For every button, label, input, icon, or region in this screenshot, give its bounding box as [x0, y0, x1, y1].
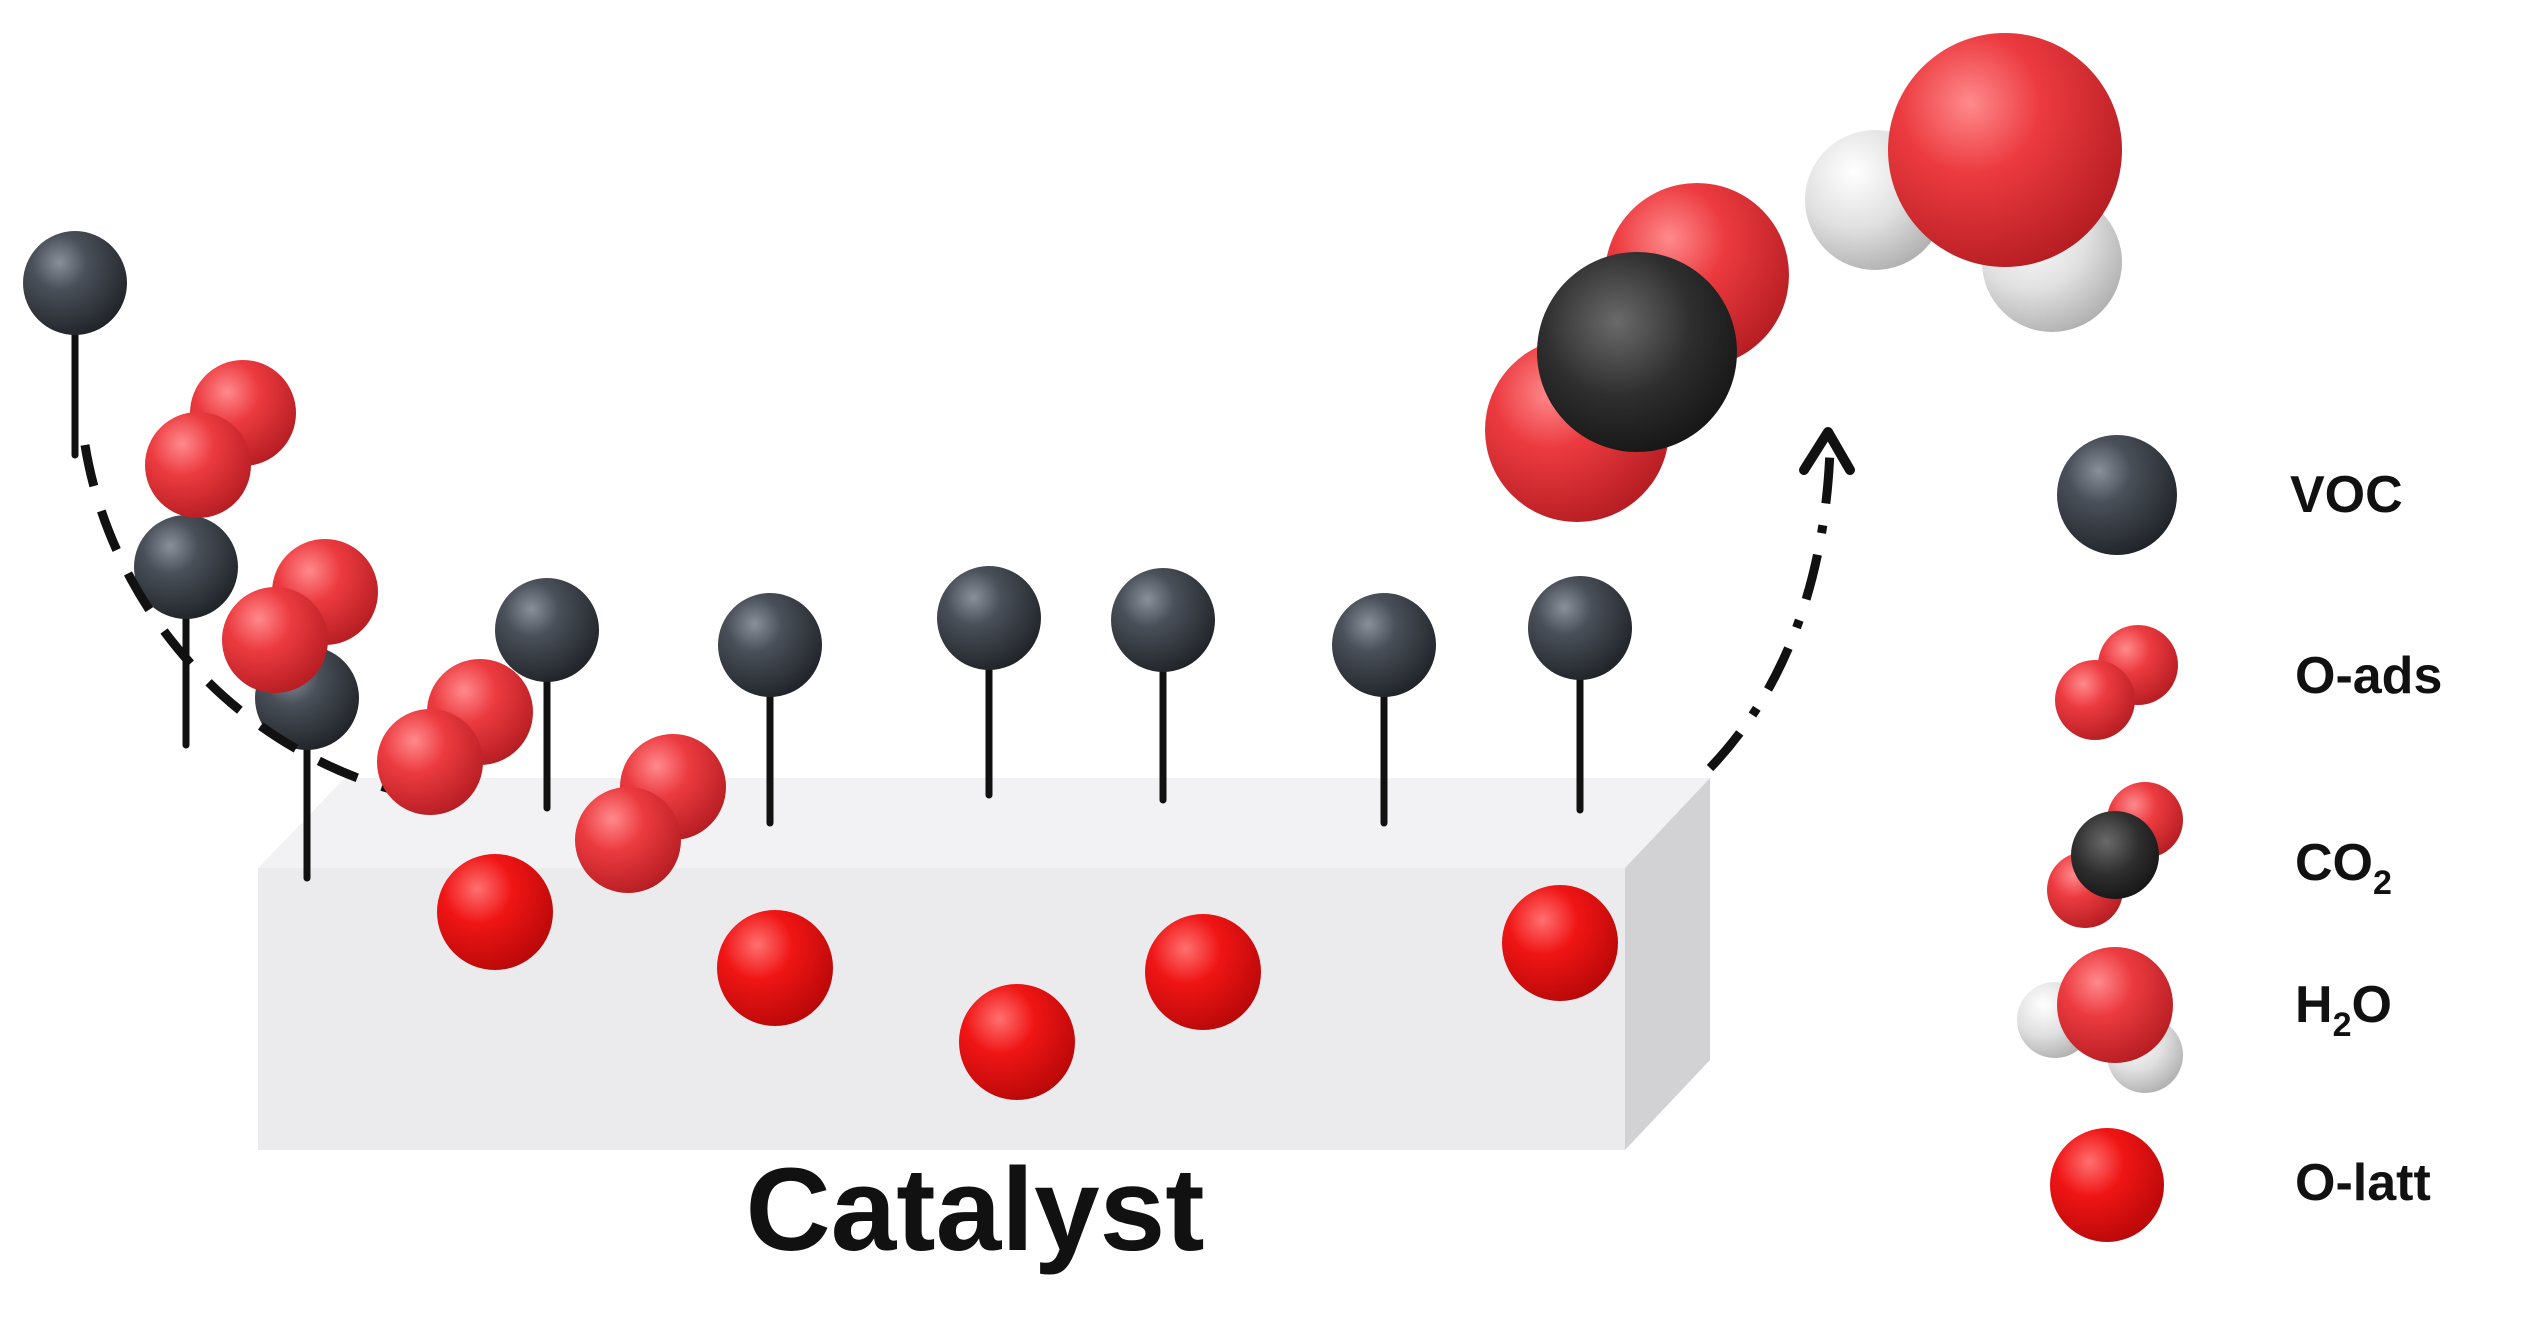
voc-molecule	[718, 593, 822, 697]
voc-molecule	[1528, 576, 1632, 680]
h2o-product-molecule	[1805, 33, 2122, 332]
lattice-oxygen-group	[437, 854, 1618, 1100]
legend-o-ads-icon	[2055, 625, 2178, 740]
lattice-oxygen-atom	[717, 910, 833, 1026]
voc-molecule	[1332, 593, 1436, 697]
voc-molecule	[937, 566, 1041, 670]
adsorbed-oxygen-molecule	[377, 659, 533, 815]
legend-o-ads-label: O-ads	[2295, 647, 2442, 705]
adsorption-trajectory	[80, 444, 436, 805]
adsorbed-oxygen-molecule	[145, 360, 296, 518]
desorption-arrow	[1706, 449, 1835, 772]
legend-co2-icon	[2047, 782, 2183, 928]
legend-co2-label: CO2	[2295, 834, 2392, 902]
slab-side-face	[1625, 778, 1710, 1150]
arrow-head-icon	[1799, 427, 1855, 475]
legend-h2o-icon	[2017, 947, 2183, 1093]
lattice-oxygen-atom	[1145, 914, 1261, 1030]
lattice-oxygen-atom	[437, 854, 553, 970]
legend: VOC O-ads CO2 H2O	[2017, 435, 2442, 1242]
adsorbed-oxygen-molecule	[222, 539, 378, 693]
legend-voc-label: VOC	[2290, 466, 2403, 524]
voc-molecule	[495, 578, 599, 682]
legend-item-o-ads: O-ads	[2055, 625, 2442, 740]
voc-molecule	[134, 515, 238, 619]
legend-o-latt-icon	[2050, 1128, 2164, 1242]
legend-item-h2o: H2O	[2017, 947, 2392, 1093]
adsorbed-oxygen-group	[145, 360, 726, 893]
voc-molecule	[23, 231, 127, 335]
voc-spheres	[23, 231, 1632, 750]
co2-product-molecule	[1485, 183, 1789, 522]
legend-item-o-latt: O-latt	[2050, 1128, 2431, 1242]
adsorbed-oxygen-molecule	[575, 734, 726, 893]
legend-h2o-label: H2O	[2295, 976, 2392, 1044]
legend-item-co2: CO2	[2047, 782, 2392, 928]
catalyst-label: Catalyst	[745, 1144, 1204, 1276]
lattice-oxygen-atom	[959, 984, 1075, 1100]
voc-molecule	[1111, 568, 1215, 672]
legend-item-voc: VOC	[2057, 435, 2403, 555]
legend-voc-icon	[2057, 435, 2177, 555]
legend-o-latt-label: O-latt	[2295, 1154, 2431, 1212]
slab-top-face	[258, 778, 1710, 868]
lattice-oxygen-atom	[1502, 885, 1618, 1001]
